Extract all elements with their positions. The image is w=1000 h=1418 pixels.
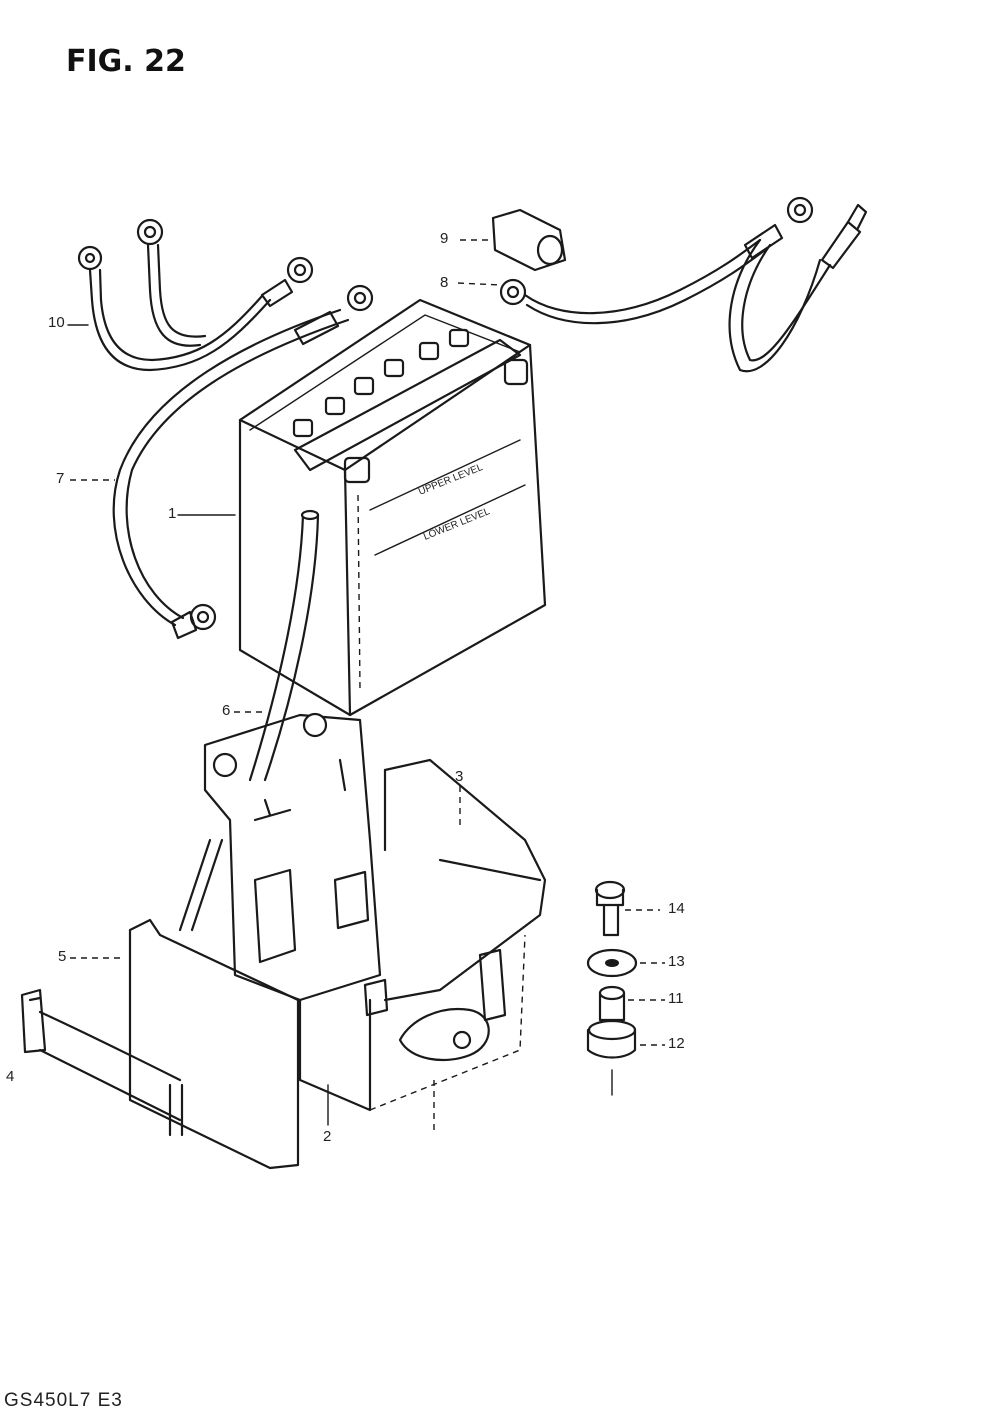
plate-5 <box>128 918 300 1170</box>
callout-11: 11 <box>668 990 684 1007</box>
hardware-stack <box>586 880 638 1096</box>
callout-3: 3 <box>455 768 464 785</box>
ground-lead-10 <box>77 218 314 372</box>
breather-hose <box>178 509 320 932</box>
callout-1: 1 <box>168 505 177 522</box>
callout-4: 4 <box>6 1068 15 1085</box>
svg-text:UPPER LEVEL: UPPER LEVEL <box>417 462 485 498</box>
battery-holder-3 <box>203 712 547 1112</box>
callout-12: 12 <box>668 1035 685 1052</box>
callout-6: 6 <box>222 702 231 719</box>
callout-9: 9 <box>440 230 449 247</box>
terminal-cover-9 <box>491 208 567 272</box>
starter-cable-8 <box>499 196 868 373</box>
callout-7: 7 <box>56 470 65 487</box>
callout-8: 8 <box>440 274 449 291</box>
callout-14: 14 <box>668 900 685 917</box>
leader-lines <box>67 239 665 1135</box>
battery-cable-7 <box>112 284 374 640</box>
strap-4 <box>20 988 184 1137</box>
callout-13: 13 <box>668 953 685 970</box>
callout-5: 5 <box>58 948 67 965</box>
model-code-footer: GS450L7 E3 <box>4 1390 123 1411</box>
svg-text:LOWER LEVEL: LOWER LEVEL <box>422 506 492 543</box>
figure-title: FIG. 22 <box>66 44 186 79</box>
battery: UPPER LEVEL LOWER LEVEL <box>238 298 547 717</box>
callout-10: 10 <box>48 314 65 331</box>
callout-2: 2 <box>323 1128 332 1145</box>
